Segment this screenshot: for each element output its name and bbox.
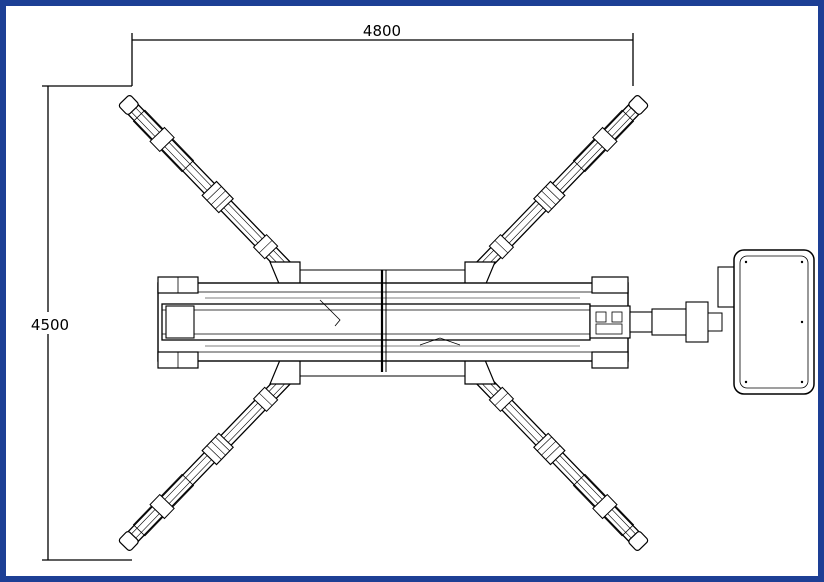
width-dimension: 4800 — [131, 22, 634, 86]
height-dimension: 4500 — [24, 85, 132, 561]
outrigger-leg-bottom-left — [116, 364, 300, 554]
chassis — [157, 261, 723, 385]
outrigger-leg-top-left — [116, 92, 300, 282]
outrigger-plan-drawing: 4800 4500 — [24, 22, 815, 561]
height-dimension-label: 4500 — [31, 316, 69, 334]
drawing-canvas: 4800 4500 — [6, 6, 818, 576]
outrigger-leg-top-right — [467, 92, 651, 282]
width-dimension-label: 4800 — [363, 22, 401, 40]
outrigger-leg-bottom-right — [467, 364, 651, 554]
work-platform — [717, 249, 815, 395]
